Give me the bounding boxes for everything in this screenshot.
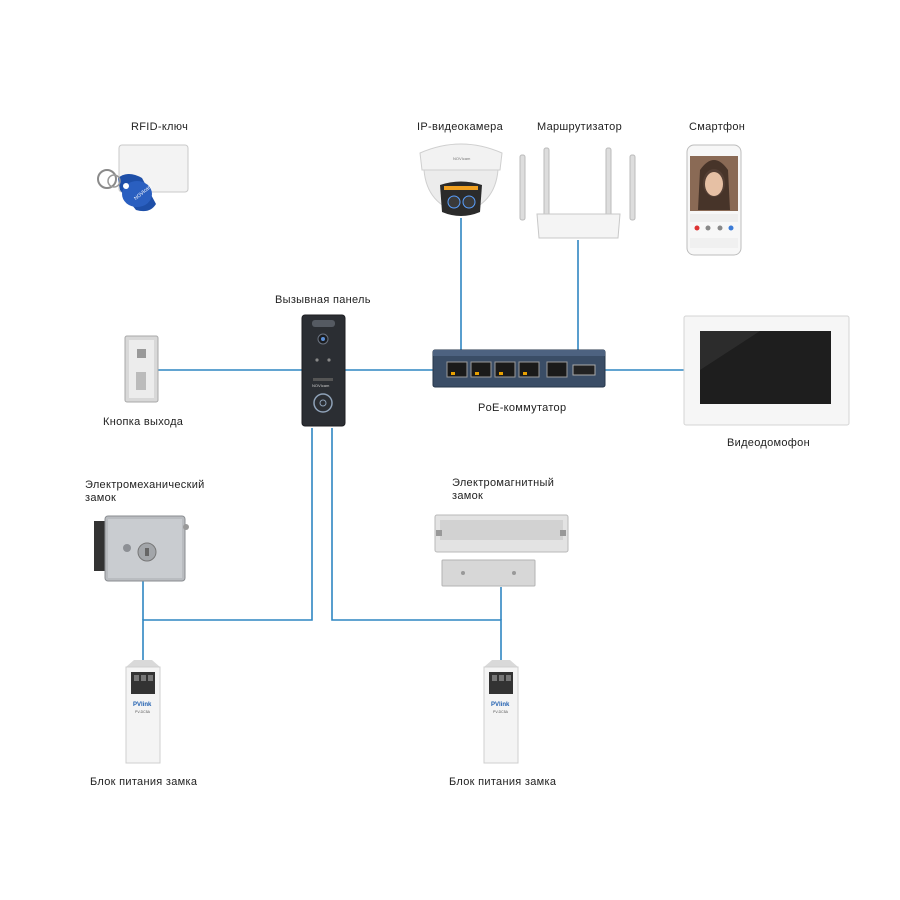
rfid-key-label: RFID-ключ	[131, 121, 189, 133]
rfid-key-icon	[97, 144, 189, 212]
electromagnetic-lock-label: Электромагнитный замок	[452, 477, 555, 502]
line-panel-to-left-psu	[142, 428, 313, 665]
power-supply-left-label: Блок питания замка	[90, 776, 198, 788]
call-panel-icon	[301, 314, 346, 427]
power-supply-right-label: Блок питания замка	[449, 776, 557, 788]
psu-right-brand: PVlink	[491, 702, 510, 708]
call-panel-logo: NOVIcam	[312, 383, 330, 388]
power-supply-right-icon	[483, 660, 519, 764]
poe-switch-label: PoE-коммутатор	[478, 402, 567, 414]
exit-button-label: Кнопка выхода	[103, 416, 184, 428]
ip-camera-icon	[419, 143, 503, 216]
power-supply-left-icon	[125, 660, 161, 764]
smartphone-icon	[686, 144, 742, 256]
poe-switch-icon	[432, 349, 606, 388]
psu-left-brand: PVlink	[133, 702, 152, 708]
electromechanical-lock-label: Электромеханический замок	[85, 479, 205, 504]
psu-right-model: PV-DC5A	[493, 710, 509, 714]
line-panel-to-right-psu	[331, 428, 502, 665]
camera-logo: NOVIcam	[453, 156, 471, 161]
psu-left-model: PV-DC5A	[135, 710, 151, 714]
video-intercom-label: Видеодомофон	[727, 437, 810, 449]
ip-camera-label: IP-видеокамера	[417, 121, 503, 133]
electromagnetic-lock-icon	[434, 514, 569, 587]
exit-button-icon	[124, 335, 159, 403]
connection-lines	[142, 218, 684, 665]
electromechanical-lock-icon	[94, 515, 189, 582]
smartphone-label: Смартфон	[689, 121, 746, 133]
router-label: Маршрутизатор	[537, 121, 622, 133]
video-intercom-icon	[683, 315, 850, 426]
call-panel-label: Вызывная панель	[275, 294, 371, 306]
router-icon	[519, 147, 636, 239]
